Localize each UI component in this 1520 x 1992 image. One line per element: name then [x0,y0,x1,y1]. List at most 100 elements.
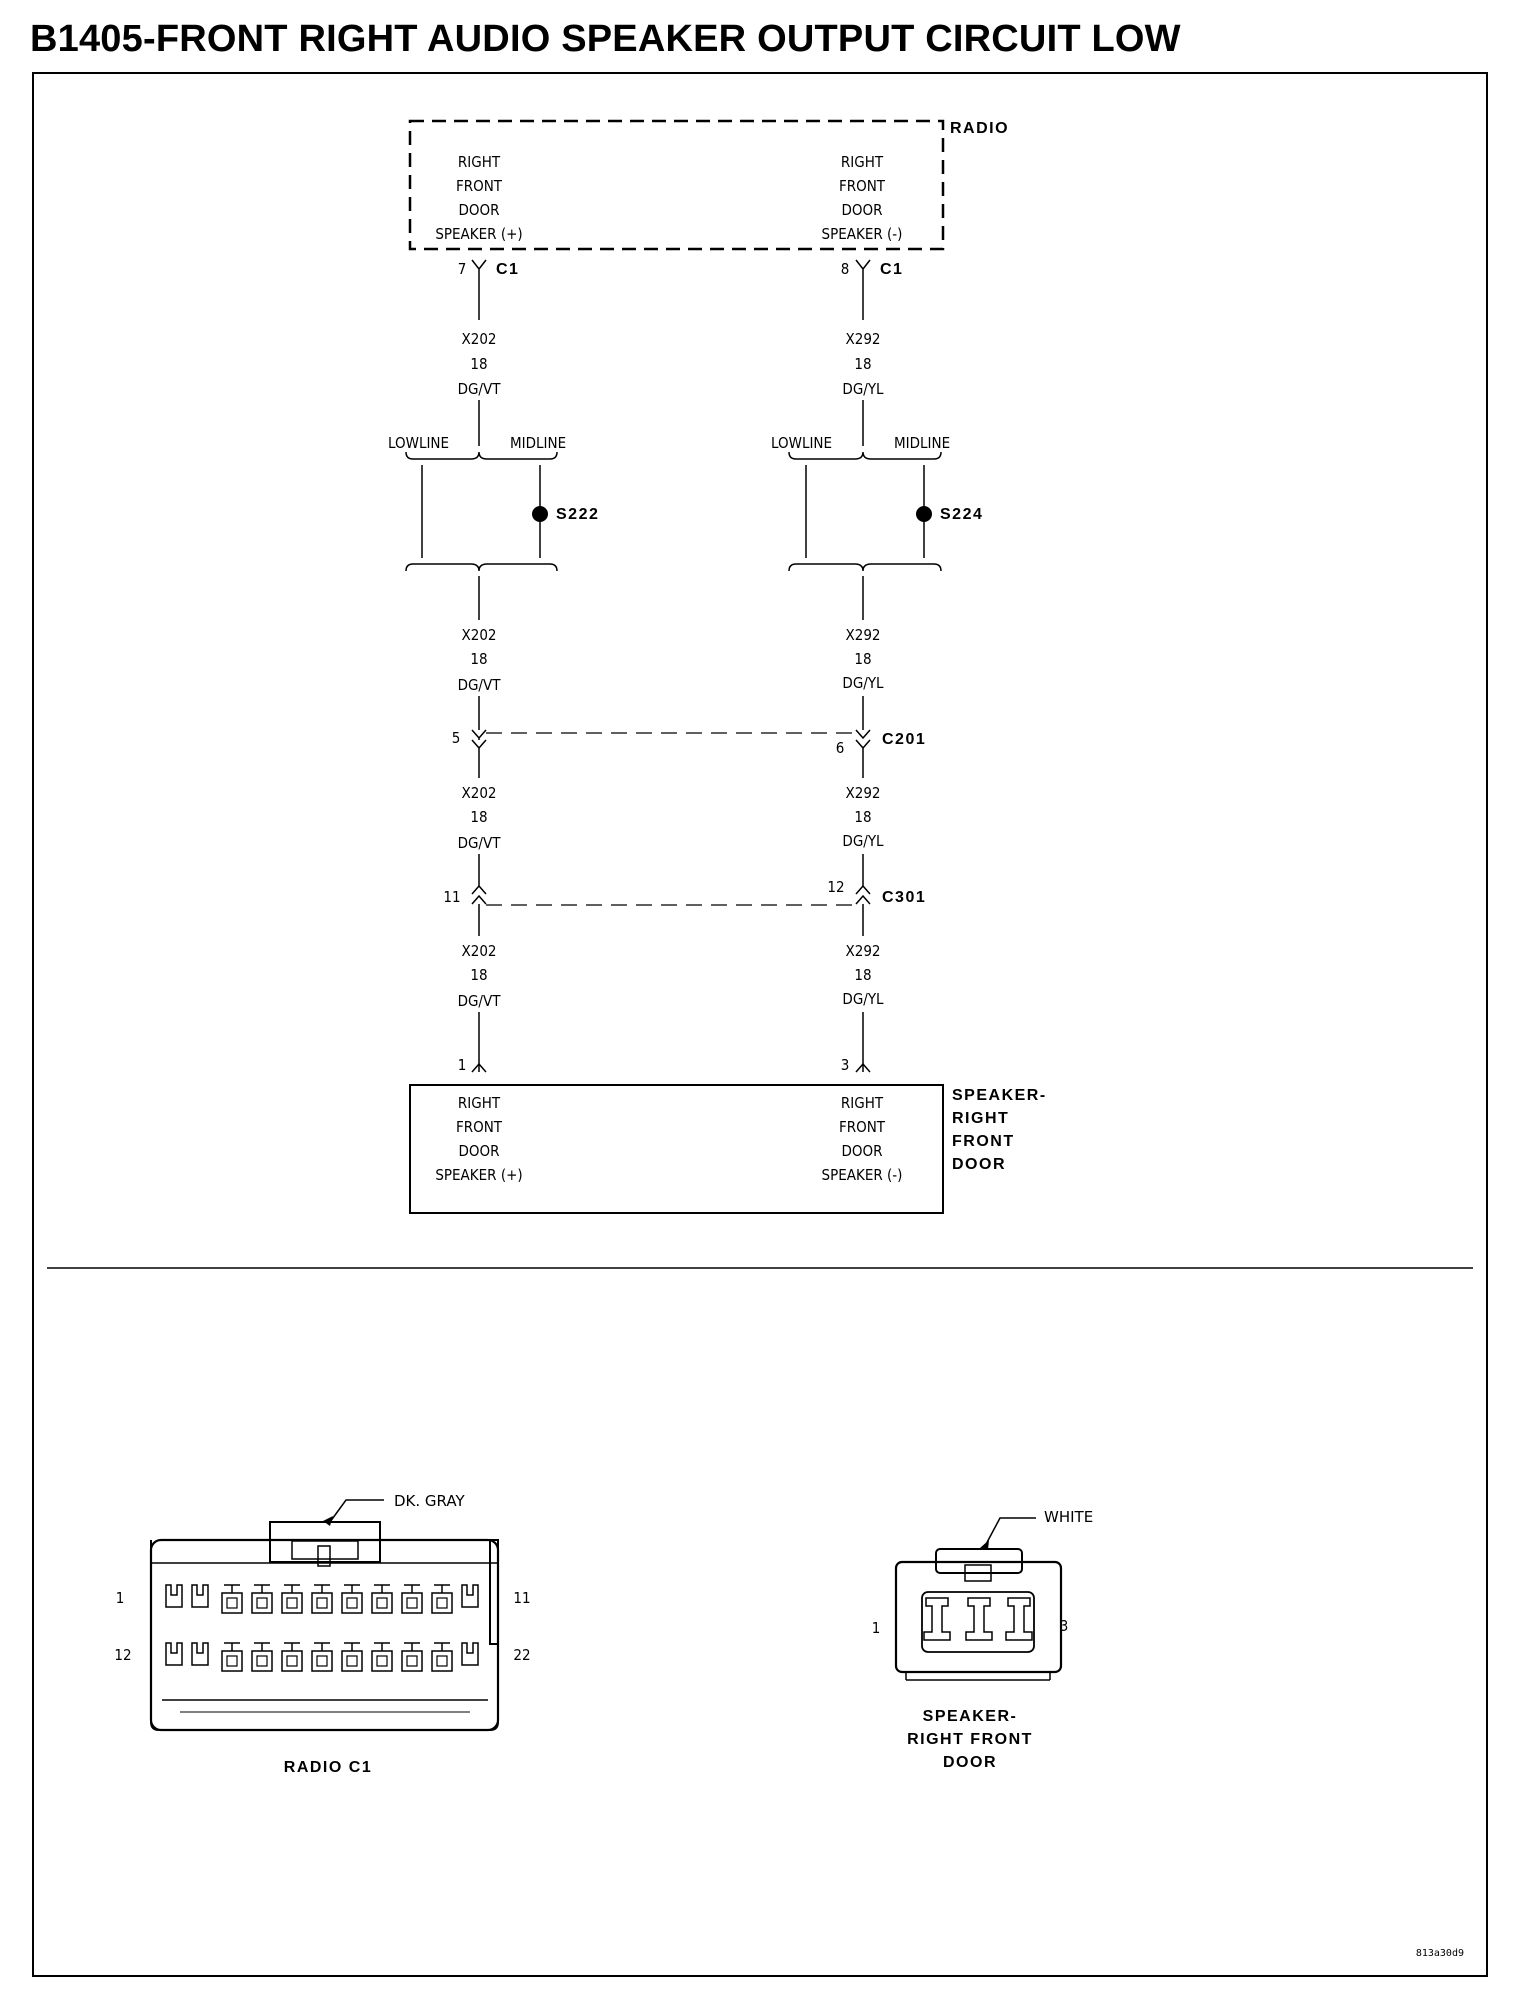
radio-label: RADIO [950,120,1009,137]
svg-text:RIGHT: RIGHT [458,153,501,171]
connector-c301: 11 12 C301 [443,878,926,906]
svg-text:RIGHT: RIGHT [841,1094,884,1112]
svg-text:22: 22 [513,1646,530,1664]
svg-text:1: 1 [872,1619,881,1637]
radio-c1-cavity [224,1584,240,1593]
radio-c1-cavity [226,1655,238,1667]
wire-label-right-3: X292 18 DG/YL [842,784,884,850]
radio-c1-cavity [191,1642,209,1666]
svg-text:6: 6 [836,739,845,757]
svg-text:SPEAKER (+): SPEAKER (+) [435,225,522,243]
radio-c1-cavity [254,1584,270,1593]
radio-c1-cavity [165,1584,183,1608]
radio-c1-cavity [314,1642,330,1651]
svg-text:SPEAKER (+): SPEAKER (+) [435,1166,522,1184]
option-bracket-right: S224 LOWLINE MIDLINE [771,434,982,572]
radio-c1-cavity [434,1584,450,1593]
svg-text:12: 12 [827,878,844,896]
svg-text:C301: C301 [882,889,926,906]
radio-c1-cavity [251,1592,273,1614]
svg-text:RIGHT: RIGHT [458,1094,501,1112]
svg-text:DOOR: DOOR [943,1754,997,1771]
svg-text:DG/YL: DG/YL [842,832,884,850]
svg-text:1: 1 [458,1056,467,1074]
radio-c1-cavity [316,1597,328,1609]
radio-c1-cavity [431,1650,453,1672]
svg-text:18: 18 [854,808,871,826]
radio-c1-cavity [341,1592,363,1614]
svg-text:X292: X292 [846,784,881,802]
radio-c1-cavity [461,1642,479,1666]
radio-c1-cavities [165,1584,479,1672]
speaker-component-label: SPEAKER- RIGHT FRONT DOOR [952,1087,1047,1173]
radio-c1-cavity [316,1655,328,1667]
radio-c1-cavity [224,1642,240,1651]
svg-text:18: 18 [470,966,487,984]
speaker-component-box [409,1084,944,1214]
svg-text:X202: X202 [462,784,497,802]
radio-c1-cavity [165,1642,183,1666]
svg-text:DG/VT: DG/VT [458,834,502,852]
radio-c1-cavity [371,1650,393,1672]
speaker-right-pin-label: RIGHT FRONT DOOR SPEAKER (-) [822,1094,903,1184]
svg-text:DG/YL: DG/YL [842,674,884,692]
radio-c1-cavity [284,1642,300,1651]
svg-text:3: 3 [1060,1617,1069,1635]
svg-text:11: 11 [513,1589,530,1607]
svg-text:SPEAKER-: SPEAKER- [952,1087,1047,1104]
speaker-connector-housing [894,1560,1063,1674]
radio-c1-cavity [286,1597,298,1609]
radio-c1-cavity [254,1642,270,1651]
radio-c1-cavity [371,1592,393,1614]
radio-c1-cavity [221,1650,243,1672]
speaker-connector-cavities [923,1597,1033,1641]
svg-text:FRONT: FRONT [456,1118,503,1136]
radio-c1-housing [149,1538,500,1732]
radio-c1-cavity [346,1655,358,1667]
svg-text:18: 18 [854,355,871,373]
svg-text:RIGHT: RIGHT [952,1110,1009,1127]
radio-right-pin-label: RIGHT FRONT DOOR SPEAKER (-) [822,153,903,243]
radio-c1-cavity [374,1584,390,1593]
svg-text:C1: C1 [880,261,903,278]
radio-component-box [408,119,945,251]
svg-text:DG/VT: DG/VT [458,380,502,398]
svg-text:X292: X292 [846,626,881,644]
radio-c1-cavity [344,1584,360,1593]
diagram-frame [32,72,1488,1977]
radio-c1-cavity [404,1642,420,1651]
radio-left-pin-label: RIGHT FRONT DOOR SPEAKER (+) [435,153,522,243]
radio-c1-cavity [401,1592,423,1614]
svg-text:1: 1 [116,1589,125,1607]
radio-c1-cavity [376,1597,388,1609]
radio-c1-cavity [191,1584,209,1608]
radio-c1-cavity [286,1655,298,1667]
svg-text:3: 3 [841,1056,850,1074]
svg-text:11: 11 [443,888,460,906]
svg-text:FRONT: FRONT [952,1133,1015,1150]
radio-c1-cavity [461,1584,479,1608]
wire-label-left-3: X202 18 DG/VT [458,784,502,852]
radio-c1-cavity [314,1584,330,1593]
radio-c1-cavity [311,1592,333,1614]
radio-c1-cavity [341,1650,363,1672]
splice-dot-s222 [532,506,548,522]
svg-text:18: 18 [854,966,871,984]
radio-c1-cavity [436,1655,448,1667]
figure-id: 813a30d9 [1416,1948,1464,1959]
svg-text:X202: X202 [462,330,497,348]
wire-label-left-1: X202 18 DG/VT [458,330,502,398]
radio-c1-cavity [281,1592,303,1614]
speaker-left-pin-label: RIGHT FRONT DOOR SPEAKER (+) [435,1094,522,1184]
radio-c1-cavity [226,1597,238,1609]
radio-c1-cavity [401,1650,423,1672]
radio-c1-cavity [346,1597,358,1609]
svg-text:DOOR: DOOR [841,1142,882,1160]
radio-c1-cavity [404,1584,420,1593]
svg-text:18: 18 [470,650,487,668]
svg-text:FRONT: FRONT [839,1118,886,1136]
radio-c1-cavity [374,1642,390,1651]
svg-text:SPEAKER (-): SPEAKER (-) [822,1166,903,1184]
speaker-right-terminal: 3 [841,1056,871,1074]
